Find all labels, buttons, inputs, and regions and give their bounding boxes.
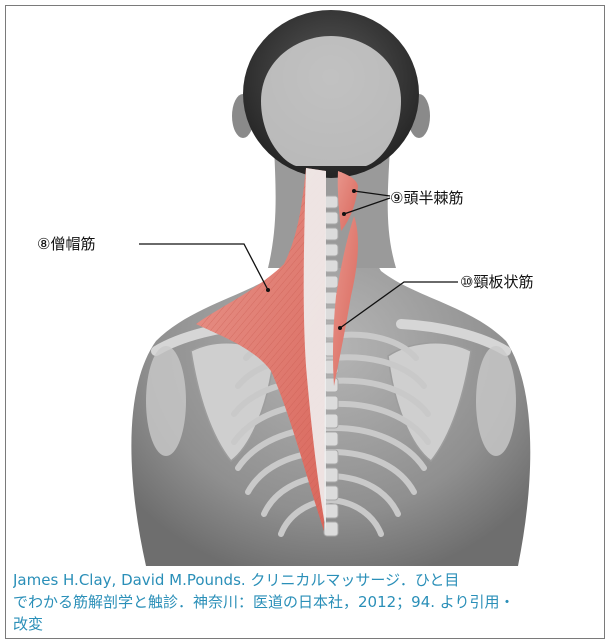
caption-line-3: 改変 (13, 613, 601, 635)
anatomy-figure: ⑧僧帽筋 ⑨頭半棘筋 ⑩頸板状筋 James H.Clay, David M.P… (5, 5, 605, 639)
label-semispinalis-capitis: ⑨頭半棘筋 (390, 189, 463, 207)
caption-line-2: でわかる筋解剖学と触診．神奈川：医道の日本社，2012；94. より引用・ (13, 591, 601, 613)
skull-outline (261, 36, 401, 166)
caption-line-1: James H.Clay, David M.Pounds. クリニカルマッサージ… (13, 569, 601, 591)
figure-caption: James H.Clay, David M.Pounds. クリニカルマッサージ… (13, 569, 601, 635)
right-humerus (476, 346, 516, 456)
left-humerus (146, 346, 186, 456)
label-splenius-cervicis: ⑩頸板状筋 (460, 273, 533, 291)
label-trapezius: ⑧僧帽筋 (37, 235, 95, 253)
